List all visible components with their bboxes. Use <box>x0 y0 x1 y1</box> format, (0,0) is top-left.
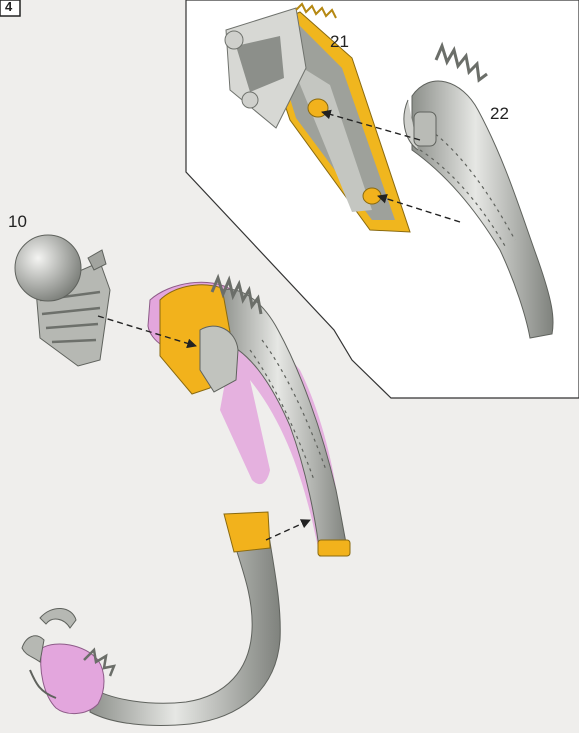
tail-tip-assembly <box>22 512 280 726</box>
part-10-skull <box>15 235 110 366</box>
label-part-10: 10 <box>8 212 27 232</box>
step-number: 4 <box>5 0 12 14</box>
label-part-22: 22 <box>490 104 509 124</box>
label-part-21: 21 <box>330 32 349 52</box>
